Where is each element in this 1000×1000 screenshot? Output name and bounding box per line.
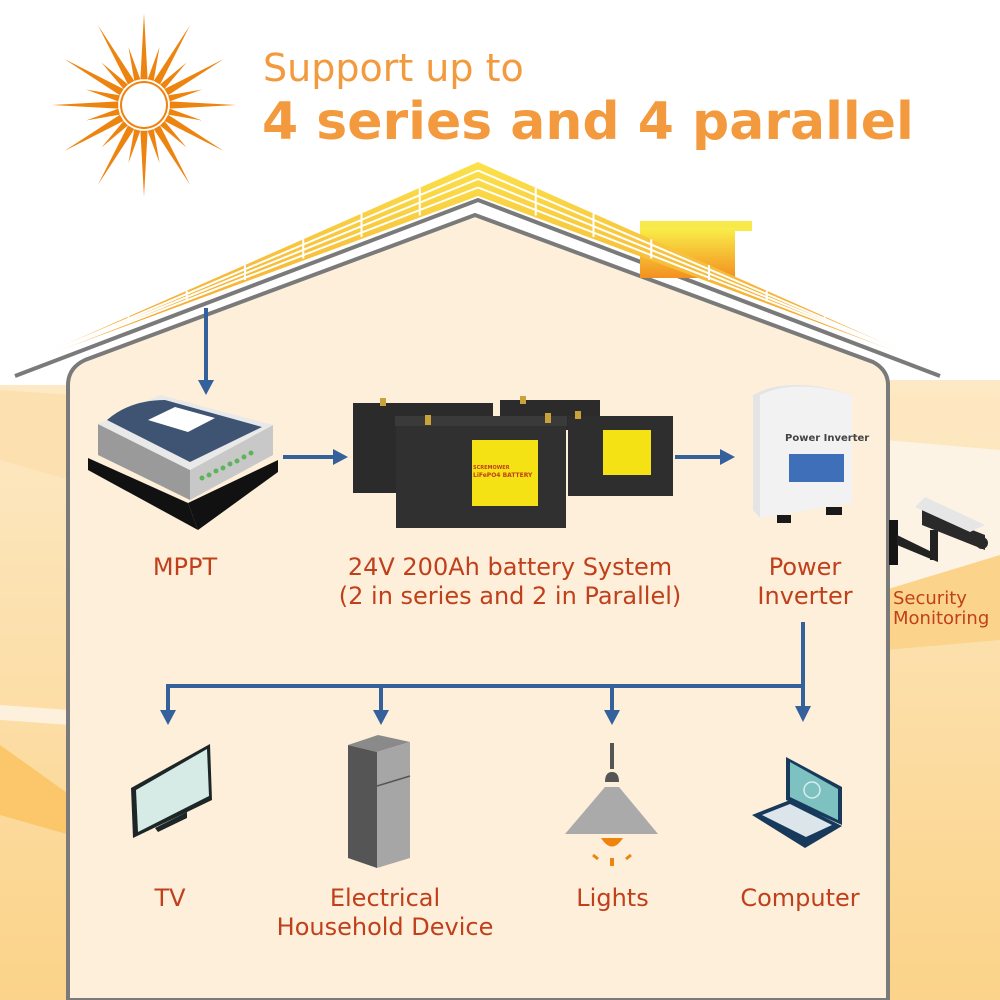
security-label-line2: Monitoring	[893, 608, 990, 629]
laptop-icon	[752, 757, 842, 848]
security-label-line1: Security	[893, 588, 967, 609]
load-label-household-line1: Electrical	[329, 884, 441, 912]
sun-ray	[52, 101, 119, 109]
headline-line1: Support up to	[263, 46, 524, 90]
chimney	[640, 221, 752, 231]
sun-ray	[64, 114, 124, 151]
wiring	[166, 308, 805, 712]
inverter-device-text: Power Inverter	[785, 433, 870, 444]
sun-ray	[147, 47, 160, 81]
load-label-household: Electrical Household Device	[250, 884, 520, 942]
load-label-lights: Lights	[540, 884, 685, 913]
sun-ray	[168, 89, 202, 102]
sun-ray	[98, 125, 135, 185]
arrow-down-fridge	[373, 710, 389, 725]
sun-ray	[140, 13, 148, 80]
sun-ray	[101, 121, 128, 148]
load-label-household-line2: Household Device	[276, 913, 494, 941]
sun-ray	[128, 47, 141, 81]
arrow-right-battery	[333, 449, 348, 465]
roof-outline	[14, 197, 941, 378]
sun-ray	[168, 108, 202, 121]
arrow-down-tv	[160, 710, 176, 725]
arrow-right-inverter	[720, 449, 735, 465]
inverter-label-line2: Inverter	[757, 582, 853, 610]
arrow-down-mppt	[198, 380, 214, 395]
inverter-icon	[753, 385, 852, 523]
load-label-tv-text: TV	[154, 884, 186, 912]
sun-ray	[153, 25, 190, 85]
load-label-computer: Computer	[720, 884, 880, 913]
charge-controller-icon	[88, 395, 278, 530]
inverter-label-line1: Power	[768, 553, 842, 581]
tv-icon	[131, 744, 212, 838]
landscape-right	[885, 380, 1000, 1000]
sun-ray	[160, 62, 187, 89]
load-label-lights-text: Lights	[576, 884, 649, 912]
sun-ray	[128, 129, 141, 163]
sun-ray	[160, 121, 187, 148]
solar-panels	[11, 162, 941, 369]
sun-ray	[169, 101, 236, 109]
battery-brand: SCREMOWER	[473, 465, 510, 471]
landscape-left	[0, 385, 70, 1000]
sun-ray	[147, 129, 160, 163]
battery-label: 24V 200Ah battery System (2 in series an…	[330, 553, 690, 611]
arrow-down-computer	[795, 706, 811, 722]
sun-ray	[164, 114, 224, 151]
load-label-tv: TV	[110, 884, 230, 913]
house-wall	[66, 212, 890, 1000]
sun-ray	[86, 89, 120, 102]
security-camera-icon	[889, 497, 988, 565]
headline-line2: 4 series and 4 parallel	[262, 92, 914, 152]
arrow-down-lights	[604, 710, 620, 725]
sun-ray	[64, 59, 124, 96]
inverter-label: Power Inverter	[730, 553, 880, 611]
lamp-icon	[565, 743, 658, 866]
security-label: Security Monitoring	[893, 589, 989, 629]
sun-ray	[164, 59, 224, 96]
mppt-label-text: MPPT	[152, 553, 218, 581]
mppt-label: MPPT	[120, 553, 250, 582]
sun-icon	[52, 13, 236, 197]
sun-ray	[153, 125, 190, 185]
battery-label-line2: (2 in series and 2 in Parallel)	[338, 582, 682, 610]
battery-product: LiFePO4 BATTERY	[473, 472, 533, 479]
sun-ray	[101, 62, 128, 89]
battery-bank-icon	[353, 396, 673, 528]
sun-ray	[86, 108, 120, 121]
battery-label-line1: 24V 200Ah battery System	[347, 553, 673, 581]
refrigerator-icon	[348, 735, 411, 868]
sun-ray	[98, 25, 135, 85]
sun-ray	[140, 130, 148, 197]
load-label-computer-text: Computer	[740, 884, 860, 912]
